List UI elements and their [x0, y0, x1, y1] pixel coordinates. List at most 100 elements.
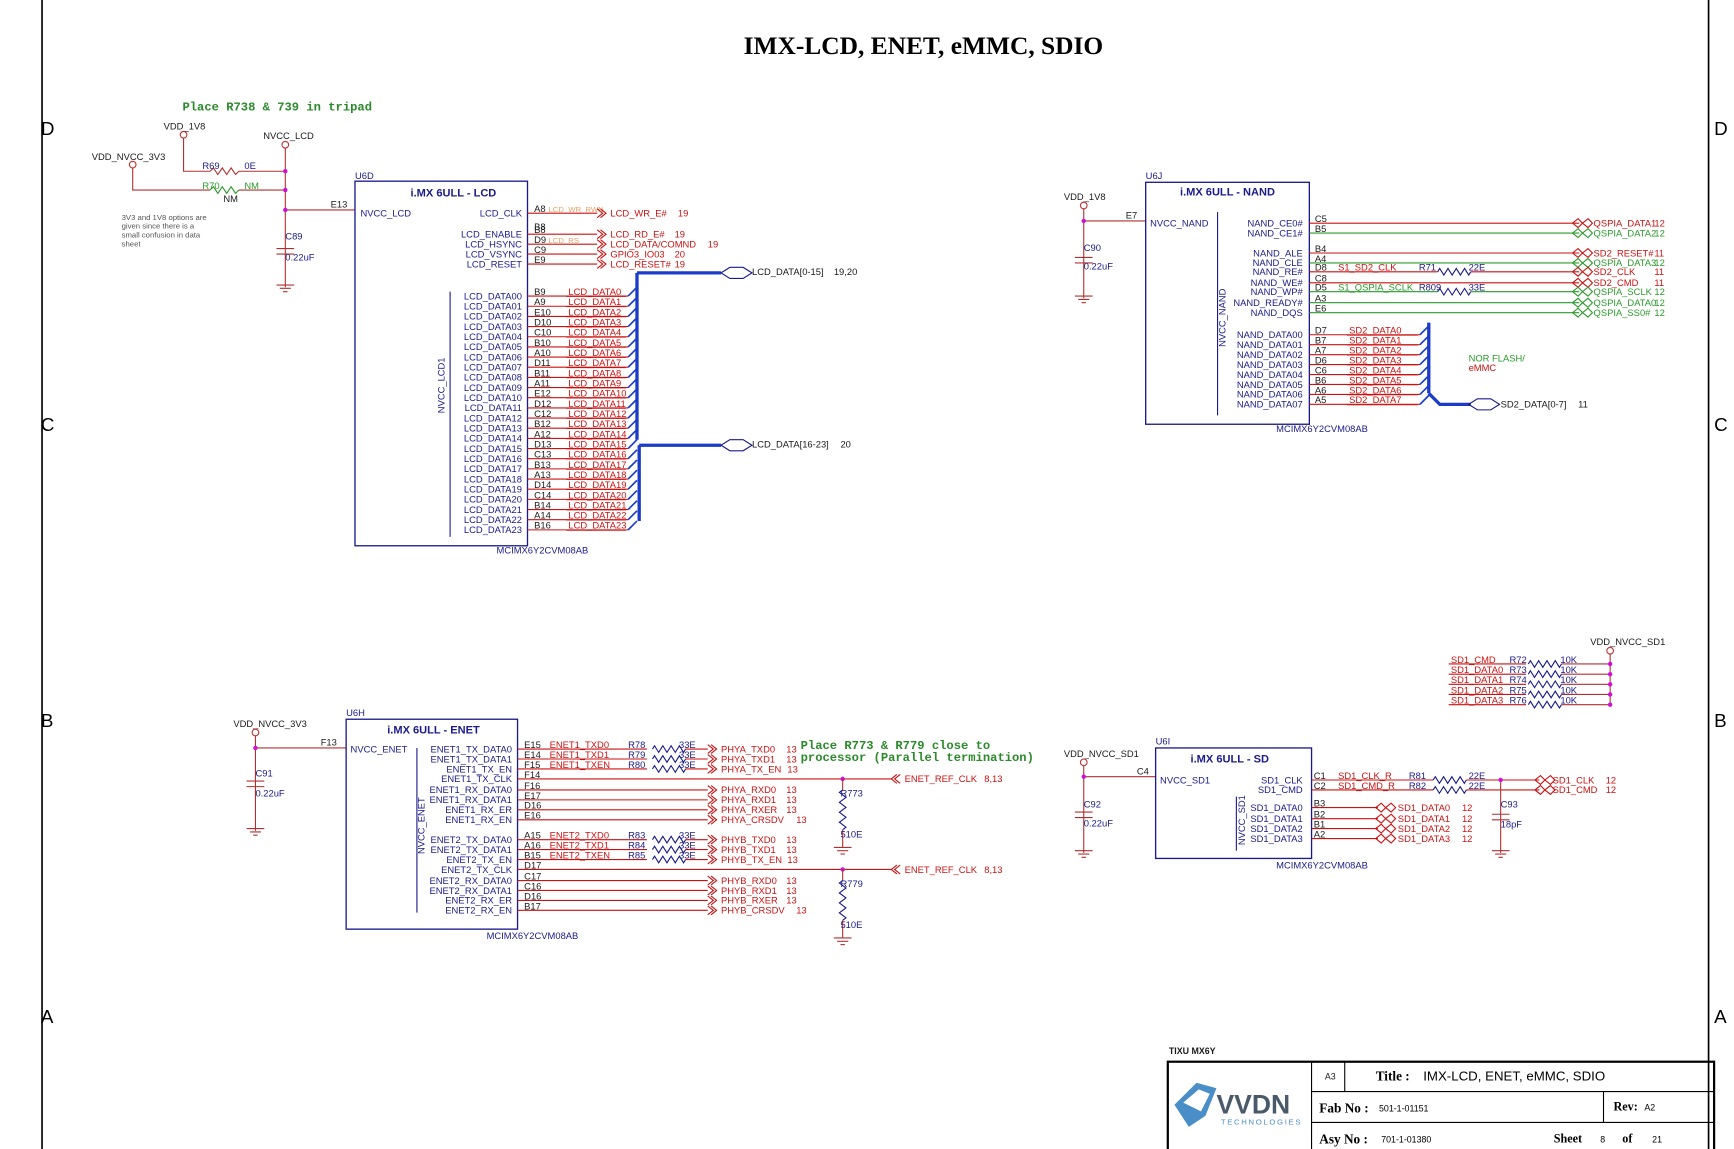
- lcd-ctrl-pin-name: LCD_CLK: [480, 208, 523, 219]
- zone-d-left: D: [41, 118, 55, 139]
- options-note-line1: 3V3 and 1V8 options are: [122, 213, 207, 222]
- nand-ctrl-ball: E6: [1315, 303, 1326, 314]
- enet-port: PHYB_TX_EN: [721, 854, 782, 865]
- lcd-data-ball: B13: [534, 459, 551, 470]
- enet-net: ENET2_TXEN: [550, 849, 610, 860]
- sd-pullup-res: R72: [1510, 654, 1527, 665]
- zone-b-left: B: [41, 710, 54, 731]
- enet-pin-name: ENET1_RX_DATA1: [429, 794, 512, 805]
- sd-pin-name: SD1_CLK: [1261, 774, 1303, 785]
- sd-res-val: 22E: [1469, 770, 1486, 781]
- lcd-ctrl-page: 19: [675, 229, 685, 240]
- nand-ctrl-page: 11: [1654, 266, 1664, 277]
- lcd-data-pin-name: LCD_DATA01: [464, 301, 522, 312]
- lcd-supply-pin: NVCC_LCD: [361, 208, 412, 219]
- enet-ball: F15: [524, 759, 540, 770]
- enet-res-val: 33E: [679, 849, 696, 860]
- lcd-ctrl-net: LCD_RS: [549, 236, 579, 245]
- lcd-data-pin-name: LCD_DATA16: [464, 453, 522, 464]
- enet-page: 13: [786, 743, 796, 754]
- sd-pullup-net: SD1_DATA3: [1451, 695, 1503, 706]
- nand-bus-label: SD2_DATA[0-7]: [1501, 399, 1567, 410]
- nand-ctrl-page: 11: [1654, 277, 1664, 288]
- enet-port: PHYB_TXD1: [721, 844, 776, 855]
- sd-c92-value: 0.22uF: [1084, 817, 1113, 828]
- lcd-data-ball: D10: [534, 316, 551, 327]
- nand-vdd-1v8-label: VDD_1V8: [1064, 191, 1106, 202]
- enet-pin-name: ENET1_RX_EN: [445, 814, 512, 825]
- zone-d-right: D: [1714, 118, 1728, 139]
- enet-page: 13: [786, 885, 796, 896]
- enet-port: PHYA_TXD0: [721, 743, 775, 754]
- enet-ball: B17: [524, 900, 541, 911]
- enet-net: ENET1_TXEN: [550, 759, 610, 770]
- enet-ball: D16: [524, 800, 541, 811]
- lcd-data-ball: E10: [534, 306, 551, 317]
- sd-page: 12: [1462, 823, 1472, 834]
- sd-net: SD1_CMD_R: [1338, 780, 1395, 791]
- lcd-block: U6D i.MX 6ULL - LCD NVCC_LCD NVCC_LCD1 M…: [354, 170, 857, 556]
- lcd-data-net: LCD_DATA3: [568, 316, 621, 327]
- enet-pin-name: ENET1_TX_CLK: [441, 773, 513, 784]
- lcd-ctrl-ball: D9: [534, 234, 546, 245]
- lcd-data-ball: B9: [534, 286, 545, 297]
- nand-ctrl-pin-name: NAND_WP#: [1251, 286, 1304, 297]
- lcd-data-pin-name: LCD_DATA09: [464, 382, 522, 393]
- enet-ball: F16: [524, 780, 540, 791]
- enet-net: ENET1_TXD0: [550, 739, 609, 750]
- sd-res-val: 22E: [1469, 780, 1486, 791]
- sd-pullup-val: 10K: [1560, 654, 1577, 665]
- lcd-data-ball: A13: [534, 469, 551, 480]
- enet-ball: F14: [524, 769, 540, 780]
- of-label: of: [1622, 1131, 1633, 1145]
- nand-c90-ref: C90: [1084, 242, 1101, 253]
- sd-net: SD1_CLK_R: [1338, 770, 1392, 781]
- nand-data-ball: B7: [1315, 335, 1326, 346]
- options-note-line3: small confusion in data: [122, 231, 201, 240]
- enet-ball: A16: [524, 839, 541, 850]
- enet-port: PHYA_RXD0: [721, 784, 776, 795]
- lcd-ctrl-port: LCD_RD_E#: [610, 229, 665, 240]
- sd-pullup-net: SD1_DATA0: [1451, 664, 1503, 675]
- lcd-data-pin-name: LCD_DATA19: [464, 484, 522, 495]
- title-block: TIXU MX6Y VVDN TECHNOLOGIES A3 Title : I…: [1166, 1046, 1716, 1149]
- page-title: IMX-LCD, ENET, eMMC, SDIO: [744, 32, 1104, 60]
- enet-port: PHYA_RXER: [721, 804, 777, 815]
- lcd-data-ball: C13: [534, 449, 551, 460]
- lcd-ctrl-ball: E9: [534, 254, 545, 265]
- enet-res: R80: [628, 759, 645, 770]
- nand-ctrl-page: 11: [1654, 247, 1664, 258]
- enet-port: PHYA_RXD1: [721, 794, 776, 805]
- lcd-data-net: LCD_DATA21: [568, 499, 626, 510]
- enet-ball: E16: [524, 810, 541, 821]
- lcd-data-ball: A14: [534, 510, 551, 521]
- lcd-data-net: LCD_DATA14: [568, 428, 626, 439]
- enet-ref-clk-page: 8,13: [984, 864, 1002, 875]
- nand-ctrl-res-val: 22E: [1469, 262, 1486, 273]
- nand-c90-value: 0.22uF: [1084, 261, 1113, 272]
- nand-data-net: SD2_DATA1: [1349, 335, 1401, 346]
- sd-c93-ref: C93: [1501, 799, 1518, 810]
- sd-part-number: MCIMX6Y2CVM08AB: [1276, 859, 1368, 870]
- enet-ball: E17: [524, 790, 541, 801]
- lcd-data-net: LCD_DATA6: [568, 347, 621, 358]
- nand-ctrl-res: R809: [1419, 282, 1441, 293]
- lcd-data-ball: A10: [534, 347, 551, 358]
- lcd-bus-2: LCD_DATA[16-23] 20: [752, 438, 851, 449]
- options-note-line2: given since there is a: [122, 222, 195, 231]
- nand-ctrl-page: 12: [1654, 286, 1664, 297]
- enet-pin-name: ENET1_TX_DATA0: [431, 743, 512, 754]
- enet-nvcc-label: VDD_NVCC_3V3: [233, 718, 307, 729]
- lcd-data-net: LCD_DATA9: [568, 377, 621, 388]
- lcd-data-net: LCD_DATA0: [568, 286, 621, 297]
- tripad-note: Place R738 & 739 in tripad: [182, 100, 372, 114]
- nand-title: i.MX 6ULL - NAND: [1180, 187, 1275, 199]
- zone-markers: D D C C B B A A: [41, 118, 1728, 1027]
- enet-page: 13: [786, 895, 796, 906]
- lcd-ctrl-page: 19: [708, 238, 718, 249]
- lcd-bus-1: LCD_DATA[0-15] 19,20: [752, 266, 857, 277]
